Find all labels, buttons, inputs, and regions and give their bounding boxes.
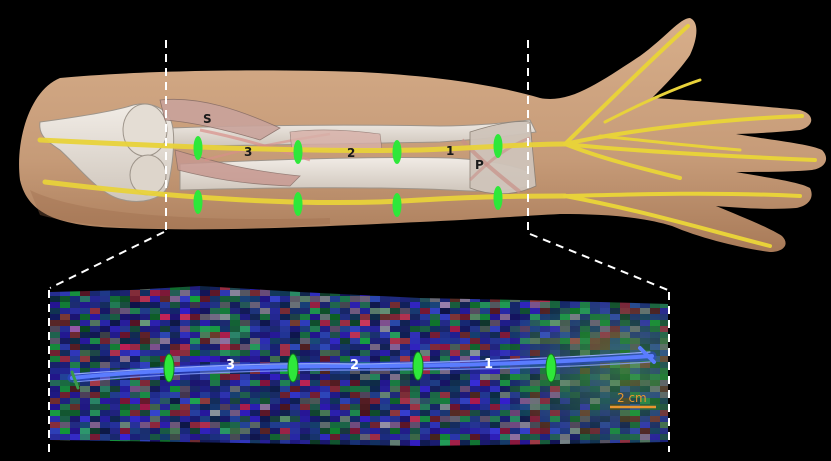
- forearm-illustration: [19, 18, 826, 252]
- marker: [494, 134, 503, 158]
- marker: [413, 352, 423, 380]
- marker: [164, 354, 174, 382]
- label-segment-3-top: 3: [244, 145, 252, 159]
- label-segment-2-top: 2: [347, 146, 355, 160]
- marker: [393, 193, 402, 217]
- marker: [393, 140, 402, 164]
- marker: [194, 136, 203, 160]
- tractography-panel: [50, 284, 670, 452]
- scale-bar-label: 2 cm: [617, 391, 647, 405]
- marker: [294, 140, 303, 164]
- marker: [294, 192, 303, 216]
- label-s: S: [203, 112, 212, 126]
- marker: [194, 190, 203, 214]
- label-segment-1-bottom: 1: [484, 357, 493, 372]
- label-segment-2-bottom: 2: [350, 358, 359, 373]
- label-segment-3-bottom: 3: [226, 358, 235, 373]
- marker: [546, 354, 556, 382]
- marker: [494, 186, 503, 210]
- label-p: P: [475, 158, 484, 172]
- label-segment-1-top: 1: [446, 144, 454, 158]
- marker: [288, 354, 298, 382]
